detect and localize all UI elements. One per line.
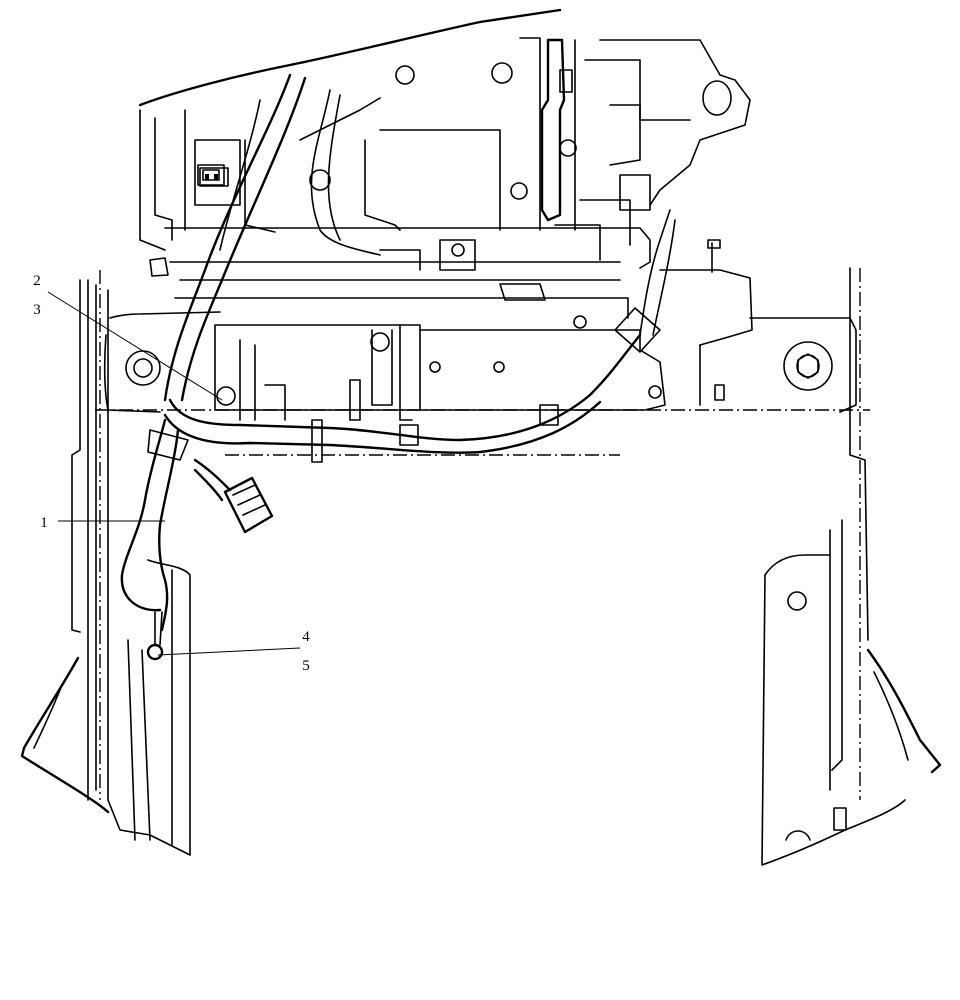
- wire-harness: [120, 73, 676, 661]
- upper-connector: [199, 167, 229, 187]
- callout-label-2: 2: [33, 273, 41, 289]
- callout-labels: 1 2 3 4 5: [33, 273, 310, 674]
- callout-label-3: 3: [33, 302, 41, 318]
- right-mast-rail: [761, 267, 942, 866]
- callout-label-5: 5: [302, 658, 310, 674]
- leader-4-5: [157, 647, 301, 656]
- callout-leaders: [47, 291, 301, 656]
- valve-block-assembly: [138, 8, 751, 271]
- callout-label-1: 1: [40, 515, 48, 531]
- cross-member: [95, 311, 870, 456]
- callout-label-4: 4: [302, 629, 310, 645]
- left-mast-rail: [20, 270, 191, 856]
- upper-mounting-bar: [149, 227, 753, 406]
- leader-2-3: [47, 291, 223, 401]
